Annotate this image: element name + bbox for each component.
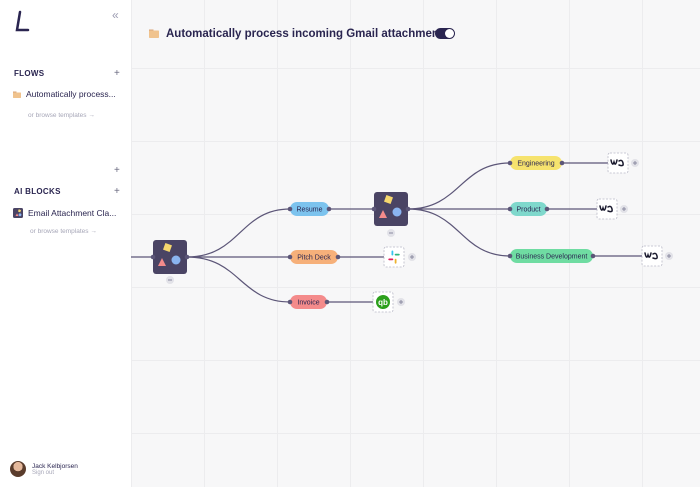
- pill-engineering-label: Engineering: [517, 161, 554, 168]
- connector-resume: [186, 208, 291, 258]
- flow-canvas[interactable]: [131, 68, 700, 487]
- folder-icon: [149, 29, 159, 38]
- collapse-sidebar-icon[interactable]: «: [112, 8, 119, 22]
- flow-header: Automatically process incoming Gmail att…: [131, 0, 700, 68]
- quickbooks-icon: qb: [376, 295, 390, 309]
- toggle-knob: [445, 29, 454, 38]
- pill-resume[interactable]: Resume: [287, 202, 332, 216]
- browse-ai-templates-link[interactable]: or browse templates →: [30, 228, 97, 235]
- sidebar-item-ai-block[interactable]: Email Attachment Cla...: [13, 208, 116, 218]
- pill-engineering[interactable]: Engineering: [507, 156, 565, 170]
- pill-resume-label: Resume: [296, 207, 322, 214]
- pill-pitch-deck[interactable]: Pitch Deck: [287, 250, 341, 264]
- pill-business-development[interactable]: Business Development: [507, 249, 596, 263]
- pill-product-label: Product: [516, 207, 540, 214]
- add-step-button-business[interactable]: [665, 252, 673, 260]
- add-folder-button[interactable]: +: [114, 165, 120, 176]
- ai-block-classifier[interactable]: [150, 240, 190, 274]
- workable-icon: [644, 252, 658, 260]
- connector-business: [407, 208, 511, 257]
- app-logo[interactable]: [14, 10, 30, 34]
- workable-integration-engineering[interactable]: [607, 152, 629, 174]
- workable-integration-product[interactable]: [596, 198, 618, 220]
- slack-icon: [388, 250, 400, 264]
- ai-block-icon: [13, 208, 23, 218]
- flows-section-title: FLOWS: [14, 69, 45, 78]
- add-flow-button[interactable]: +: [114, 68, 120, 79]
- ai-block-collapse-button[interactable]: [166, 276, 174, 284]
- sidebar: « FLOWS + Automatically process... or br…: [0, 0, 132, 487]
- pill-pitch-deck-label: Pitch Deck: [297, 255, 331, 262]
- slack-integration[interactable]: [383, 246, 405, 268]
- workable-icon: [599, 205, 613, 213]
- sidebar-item-flow[interactable]: Automatically process...: [13, 89, 116, 99]
- user-name: Jack Kelbjorsen: [32, 462, 78, 470]
- user-profile: Jack Kelbjorsen Sign out: [10, 461, 78, 477]
- connector-engineering: [407, 162, 511, 210]
- flow-enabled-toggle[interactable]: [435, 28, 455, 39]
- workable-integration-business[interactable]: [641, 245, 663, 267]
- pill-business-development-label: Business Development: [516, 254, 588, 261]
- connectors: [131, 162, 642, 303]
- flow-title[interactable]: Automatically process incoming Gmail att…: [166, 28, 450, 40]
- sign-out-link[interactable]: Sign out: [32, 469, 55, 476]
- connector-invoice: [186, 256, 291, 303]
- add-ai-block-button[interactable]: +: [114, 186, 120, 197]
- quickbooks-integration[interactable]: qb: [372, 291, 394, 313]
- ai-block-2-collapse-button[interactable]: [387, 229, 395, 237]
- pill-product[interactable]: Product: [507, 202, 550, 216]
- browse-flow-templates-link[interactable]: or browse templates →: [28, 112, 95, 119]
- add-step-button-quickbooks[interactable]: [397, 298, 405, 306]
- folder-icon: [13, 91, 21, 98]
- pill-invoice[interactable]: Invoice: [287, 295, 330, 309]
- ai-blocks-section-title: AI BLOCKS: [14, 187, 61, 196]
- ai-block-resume-classifier[interactable]: [371, 192, 411, 226]
- add-step-button-product[interactable]: [620, 205, 628, 213]
- pill-invoice-label: Invoice: [297, 300, 319, 307]
- add-step-button-engineering[interactable]: [631, 159, 639, 167]
- workable-icon: [610, 159, 624, 167]
- svg-text:qb: qb: [378, 298, 388, 307]
- avatar: [10, 461, 26, 477]
- add-step-button-slack[interactable]: [408, 253, 416, 261]
- flow-item-label: Automatically process...: [26, 89, 116, 99]
- ai-block-item-label: Email Attachment Cla...: [28, 208, 117, 218]
